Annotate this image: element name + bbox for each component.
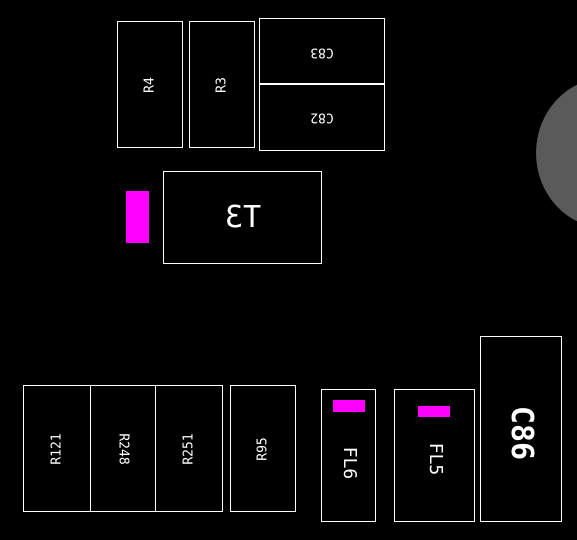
component-label-fl6: FL6 xyxy=(338,447,360,480)
component-label-fl5: FL5 xyxy=(424,443,446,476)
component-c83[interactable]: C83 xyxy=(259,18,385,85)
component-label-r4: R4 xyxy=(142,76,158,93)
component-r4[interactable]: R4 xyxy=(117,21,183,148)
component-label-c83: C83 xyxy=(310,44,334,59)
component-c86[interactable]: C86 xyxy=(480,336,562,522)
component-label-r3: R3 xyxy=(214,76,230,93)
pin1-marker-fl5 xyxy=(418,406,450,417)
component-r121[interactable]: R121 xyxy=(23,385,91,512)
component-r251[interactable]: R251 xyxy=(155,385,223,512)
component-label-t3: T3 xyxy=(224,199,261,235)
component-fl6[interactable]: FL6 xyxy=(321,389,376,522)
component-fl5[interactable]: FL5 xyxy=(394,389,475,522)
component-c82[interactable]: C82 xyxy=(259,83,385,151)
pin1-marker-t3 xyxy=(126,191,149,243)
component-label-r121: R121 xyxy=(49,432,65,465)
component-label-r95: R95 xyxy=(255,436,271,461)
component-r95[interactable]: R95 xyxy=(230,385,296,512)
component-r3[interactable]: R3 xyxy=(189,21,255,148)
component-label-c86: C86 xyxy=(504,405,539,460)
round-pad[interactable] xyxy=(536,78,577,228)
component-label-r251: R251 xyxy=(181,432,197,465)
component-r248[interactable]: R248 xyxy=(90,385,156,512)
component-label-r248: R248 xyxy=(115,432,131,465)
component-label-c82: C82 xyxy=(310,109,334,125)
component-t3[interactable]: T3 xyxy=(163,171,322,264)
pin1-marker-fl6 xyxy=(333,400,365,412)
